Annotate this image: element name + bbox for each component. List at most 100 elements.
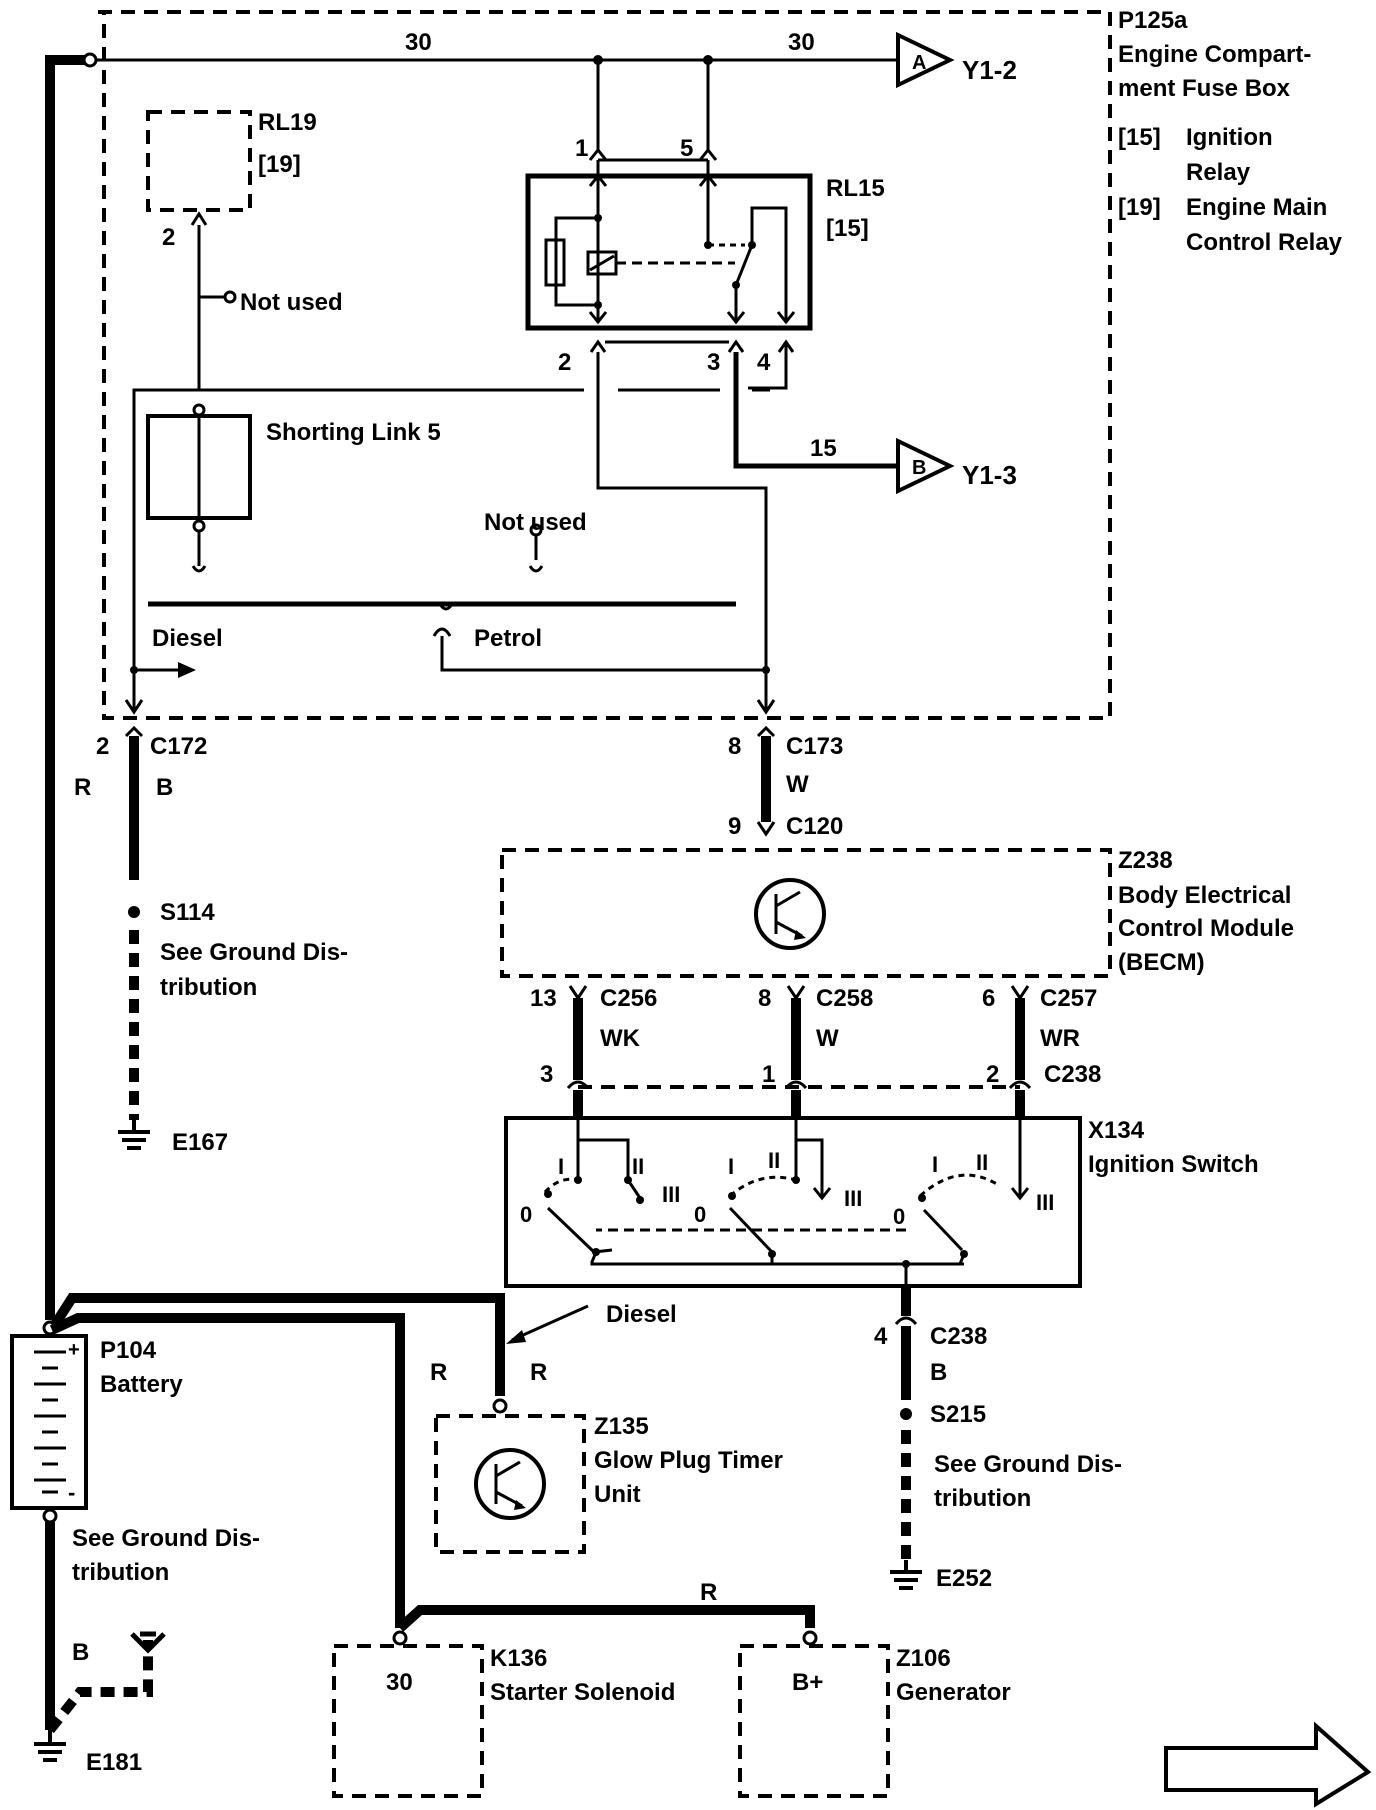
wire-r-glow-right: R [530,1359,547,1386]
ignition-switch-id: X134 [1088,1117,1145,1144]
offpage-b-letter: B [912,457,926,479]
switch-ground-wire [890,1286,922,1590]
glow-plug-id: Z135 [594,1413,649,1440]
switch-pos-1-a: I [558,1154,564,1179]
offpage-a-letter: A [912,52,926,74]
legend-19-num: [19] [1118,194,1161,221]
e252-id: E252 [936,1565,992,1592]
rl15-fuse: [15] [826,215,869,242]
c172-pin: 2 [96,733,109,760]
rl15-id: RL15 [826,175,885,202]
c173-pin: 8 [728,733,741,760]
rl19-pin: 2 [162,224,175,251]
c238-pin-1: 1 [762,1061,775,1088]
legend-15-line1: Ignition [1186,124,1273,151]
becm-module [500,848,1112,978]
wire-b-left: B [156,774,173,801]
legend-15-num: [15] [1118,124,1161,151]
switch-pos-0-c: 0 [893,1204,905,1229]
c258-id: C258 [816,985,873,1012]
c172-ground-wire [118,725,150,1150]
c238-pin-3: 3 [540,1061,553,1088]
switch-pos-2-b: II [768,1148,780,1173]
switch-pos-2-c: II [976,1150,988,1175]
continue-arrow [1164,1721,1372,1808]
becm-id: Z238 [1118,847,1173,874]
starter-terminal: 30 [386,1669,413,1696]
becm-line1: Body Electrical [1118,882,1291,909]
c257-pin: 6 [982,985,995,1012]
e167-id: E167 [172,1129,228,1156]
wire-b-c238: B [930,1359,947,1386]
s215-line2: tribution [934,1485,1031,1512]
switch-pos-2-a: II [632,1154,644,1179]
rl15-pin-5: 5 [680,135,693,162]
battery [10,1320,88,1524]
battery-minus: - [68,1480,75,1505]
wire-wk: WK [600,1025,641,1052]
fuse-box-name-2: ment Fuse Box [1118,75,1291,102]
glow-plug-timer [434,1414,586,1554]
c238-bottom-id: C238 [930,1323,987,1350]
becm-line2: Control Module [1118,915,1294,942]
diesel-pointer [506,1304,589,1344]
battery-plus: + [68,1339,80,1361]
wire-wr: WR [1040,1025,1080,1052]
s114-id: S114 [160,899,215,926]
wire-w-c258: W [816,1025,839,1052]
ignition-switch [504,1116,1082,1288]
c238-id: C238 [1044,1061,1101,1088]
e181-id: E181 [86,1749,142,1776]
switch-pos-0-a: 0 [520,1202,532,1227]
battery-id: P104 [100,1337,157,1364]
wire-r-glow-left: R [430,1359,447,1386]
ignition-switch-name: Ignition Switch [1088,1151,1259,1178]
generator [738,1644,890,1798]
c172-id: C172 [150,733,207,760]
rl15-pin-4: 4 [757,349,771,376]
variant-diesel: Diesel [152,625,223,652]
legend-15-line2: Relay [1186,159,1251,186]
wire-pin2-to-c173 [596,352,776,715]
wire-w-c173: W [786,771,809,798]
variant-petrol: Petrol [474,625,542,652]
shorting-link-label: Shorting Link 5 [266,419,441,446]
rl19-not-used: Not used [240,289,343,316]
c258-pin: 8 [758,985,771,1012]
fuse-box-enclosure [98,10,1112,720]
switch-pos-1-c: I [932,1152,938,1177]
diesel-line [124,388,770,715]
battery-feed-wire [45,52,98,1320]
legend-19-line2: Control Relay [1186,229,1343,256]
switch-pos-1-b: I [728,1154,734,1179]
starter-id: K136 [490,1645,547,1672]
c238-bottom-pin: 4 [874,1323,888,1350]
s215-line1: See Ground Dis- [934,1451,1122,1478]
variant-link-bar [148,601,766,672]
s114-line1: See Ground Dis- [160,939,348,966]
fuse-box-name-1: Engine Compart- [1118,41,1311,68]
fuse-box-id: P125a [1118,7,1188,34]
wire-15-label: 15 [810,435,837,462]
rl15-pin-1: 1 [575,135,588,162]
wire-30-left: 30 [405,29,432,56]
c238-pin-2: 2 [986,1061,999,1088]
starter-name: Starter Solenoid [490,1679,675,1706]
generator-id: Z106 [896,1645,951,1672]
s114-line2: tribution [160,974,257,1001]
rl15-pin-2: 2 [558,349,571,376]
rl19-id: RL19 [258,109,317,136]
rl19-relay [146,110,252,390]
c173-id: C173 [786,733,843,760]
becm-line3: (BECM) [1118,949,1205,976]
c173-c120-wire [756,725,776,837]
c256-pin: 13 [530,985,557,1012]
offpage-connector-a [896,31,955,89]
wire-r-bottom: R [700,1579,717,1606]
c256-id: C256 [600,985,657,1012]
glow-diesel-label: Diesel [606,1301,677,1328]
glow-plug-line2: Unit [594,1481,641,1508]
s215-id: S215 [930,1401,986,1428]
c120-id: C120 [786,813,843,840]
